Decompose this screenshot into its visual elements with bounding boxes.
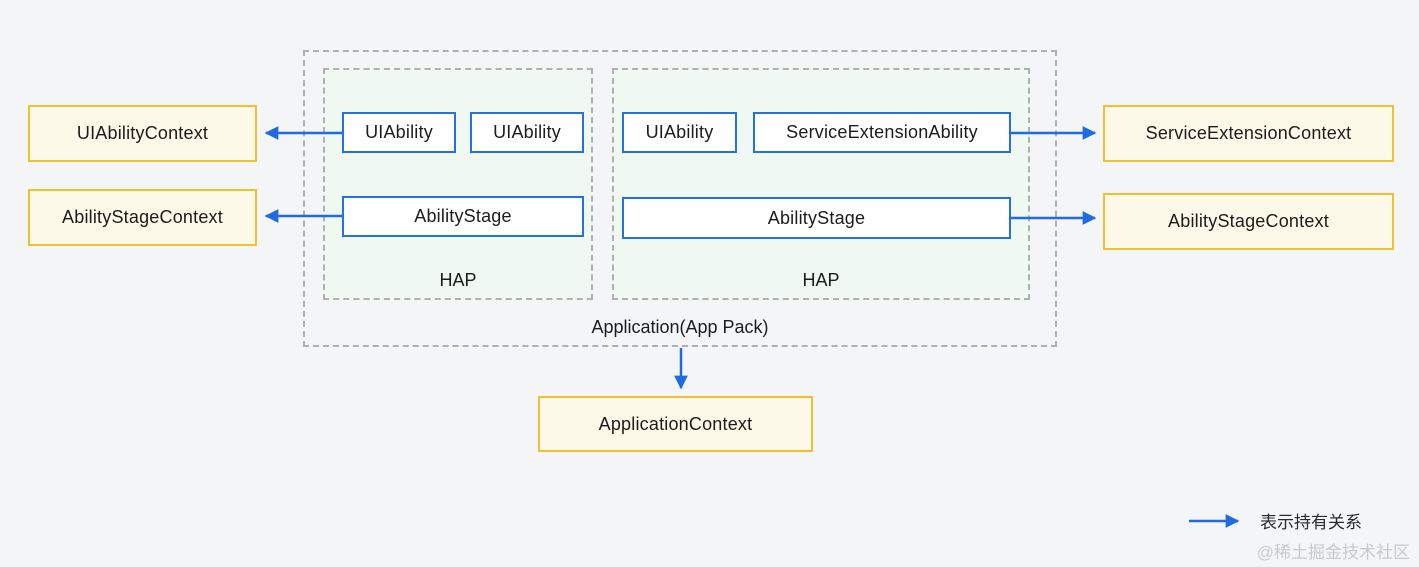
hap2-uiability-box: UIAbility [622, 112, 737, 153]
watermark-text: @稀土掘金技术社区 [1256, 543, 1410, 562]
hap1-container: UIAbility UIAbility AbilityStage HAP [323, 68, 593, 300]
hap1-uiability-box-1: UIAbility [342, 112, 456, 153]
hap2-service-extension-ability-box: ServiceExtensionAbility [753, 112, 1011, 153]
hap2-ability-stage-box: AbilityStage [622, 197, 1011, 239]
ability-stage-context-left-box: AbilityStageContext [28, 189, 257, 246]
hap1-ability-stage-box: AbilityStage [342, 196, 584, 237]
legend-arrow-icon [1189, 513, 1240, 528]
application-app-pack-container: Application(App Pack) [303, 50, 1057, 347]
ability-stage-context-right-box: AbilityStageContext [1103, 193, 1394, 250]
service-extension-context-box: ServiceExtensionContext [1103, 105, 1394, 162]
hap1-uiability-box-2: UIAbility [470, 112, 584, 153]
uiability-context-box: UIAbilityContext [28, 105, 257, 162]
application-app-pack-label: Application(App Pack) [591, 317, 769, 337]
legend: 表示持有关系 [1188, 508, 1362, 533]
legend-label: 表示持有关系 [1260, 513, 1362, 532]
hap2-container: UIAbility ServiceExtensionAbility Abilit… [612, 68, 1030, 300]
application-context-box: ApplicationContext [538, 396, 813, 452]
hap2-label: HAP [802, 270, 840, 290]
hap1-label: HAP [439, 270, 477, 290]
